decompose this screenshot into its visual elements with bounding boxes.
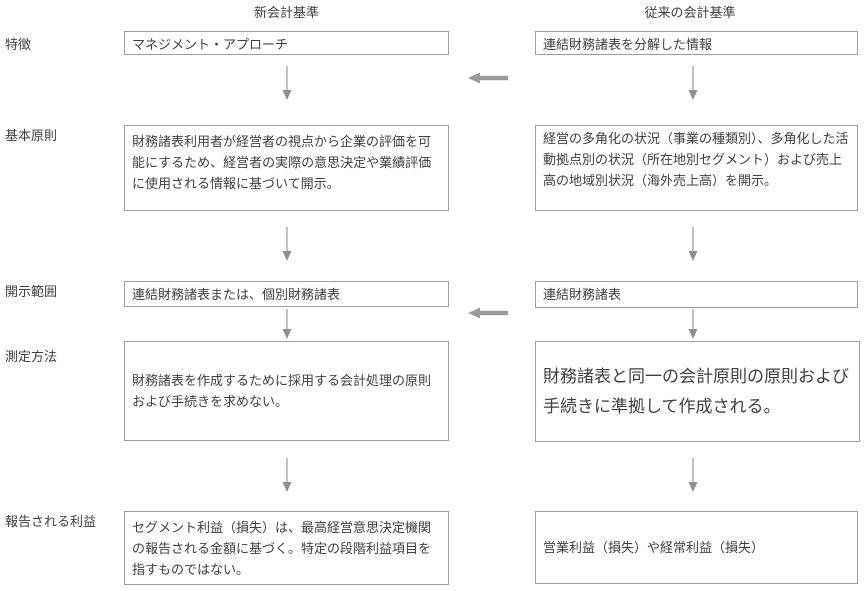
box-old-basic-principles: 経営の多角化の状況（事業の種類別）、多角化した活動拠点別の状況（所在地別セグメン… — [535, 125, 858, 211]
box-new-disclosure-scope: 連結財務諸表または、個別財務諸表 — [124, 281, 449, 307]
down-arrow-icon — [688, 227, 698, 261]
down-arrow-icon — [282, 458, 292, 492]
box-new-measurement-method: 財務諸表を作成するために採用する会計処理の原則および手続きを求めない。 — [124, 341, 449, 441]
down-arrow-icon — [688, 66, 698, 100]
down-arrow-icon — [282, 227, 292, 261]
down-arrow-icon — [282, 66, 292, 100]
column-header-new-standard: 新会計基準 — [253, 5, 319, 20]
down-arrow-icon — [688, 309, 698, 339]
box-new-basic-principles: 財務諸表利用者が経営者の視点から企業の評価を可能にするため、経営者の実際の意思決… — [124, 125, 449, 211]
label-features: 特徴 — [5, 37, 32, 52]
box-old-reported-profit: 営業利益（損失）や経常利益（損失） — [535, 511, 858, 584]
column-header-old-standard: 従来の会計基準 — [644, 5, 736, 20]
box-old-features: 連結財務諸表を分解した情報 — [535, 31, 858, 55]
left-arrow-icon — [468, 307, 508, 319]
label-reported-profit: 報告される利益 — [5, 514, 97, 529]
box-old-disclosure-scope: 連結財務諸表 — [535, 281, 858, 308]
down-arrow-icon — [282, 309, 292, 339]
label-basic-principles: 基本原則 — [5, 128, 58, 143]
box-old-measurement-method: 財務諸表と同一の会計原則の原則および手続きに準拠して作成される。 — [535, 341, 860, 442]
box-new-reported-profit: セグメント利益（損失）は、最高経営意思決定機関の報告される金額に基づく。特定の段… — [124, 511, 449, 585]
down-arrow-icon — [688, 458, 698, 492]
left-arrow-icon — [468, 72, 508, 84]
label-measurement-method: 測定方法 — [5, 349, 58, 364]
box-new-features: マネジメント・アプローチ — [124, 31, 449, 55]
label-disclosure-scope: 開示範囲 — [5, 284, 58, 299]
